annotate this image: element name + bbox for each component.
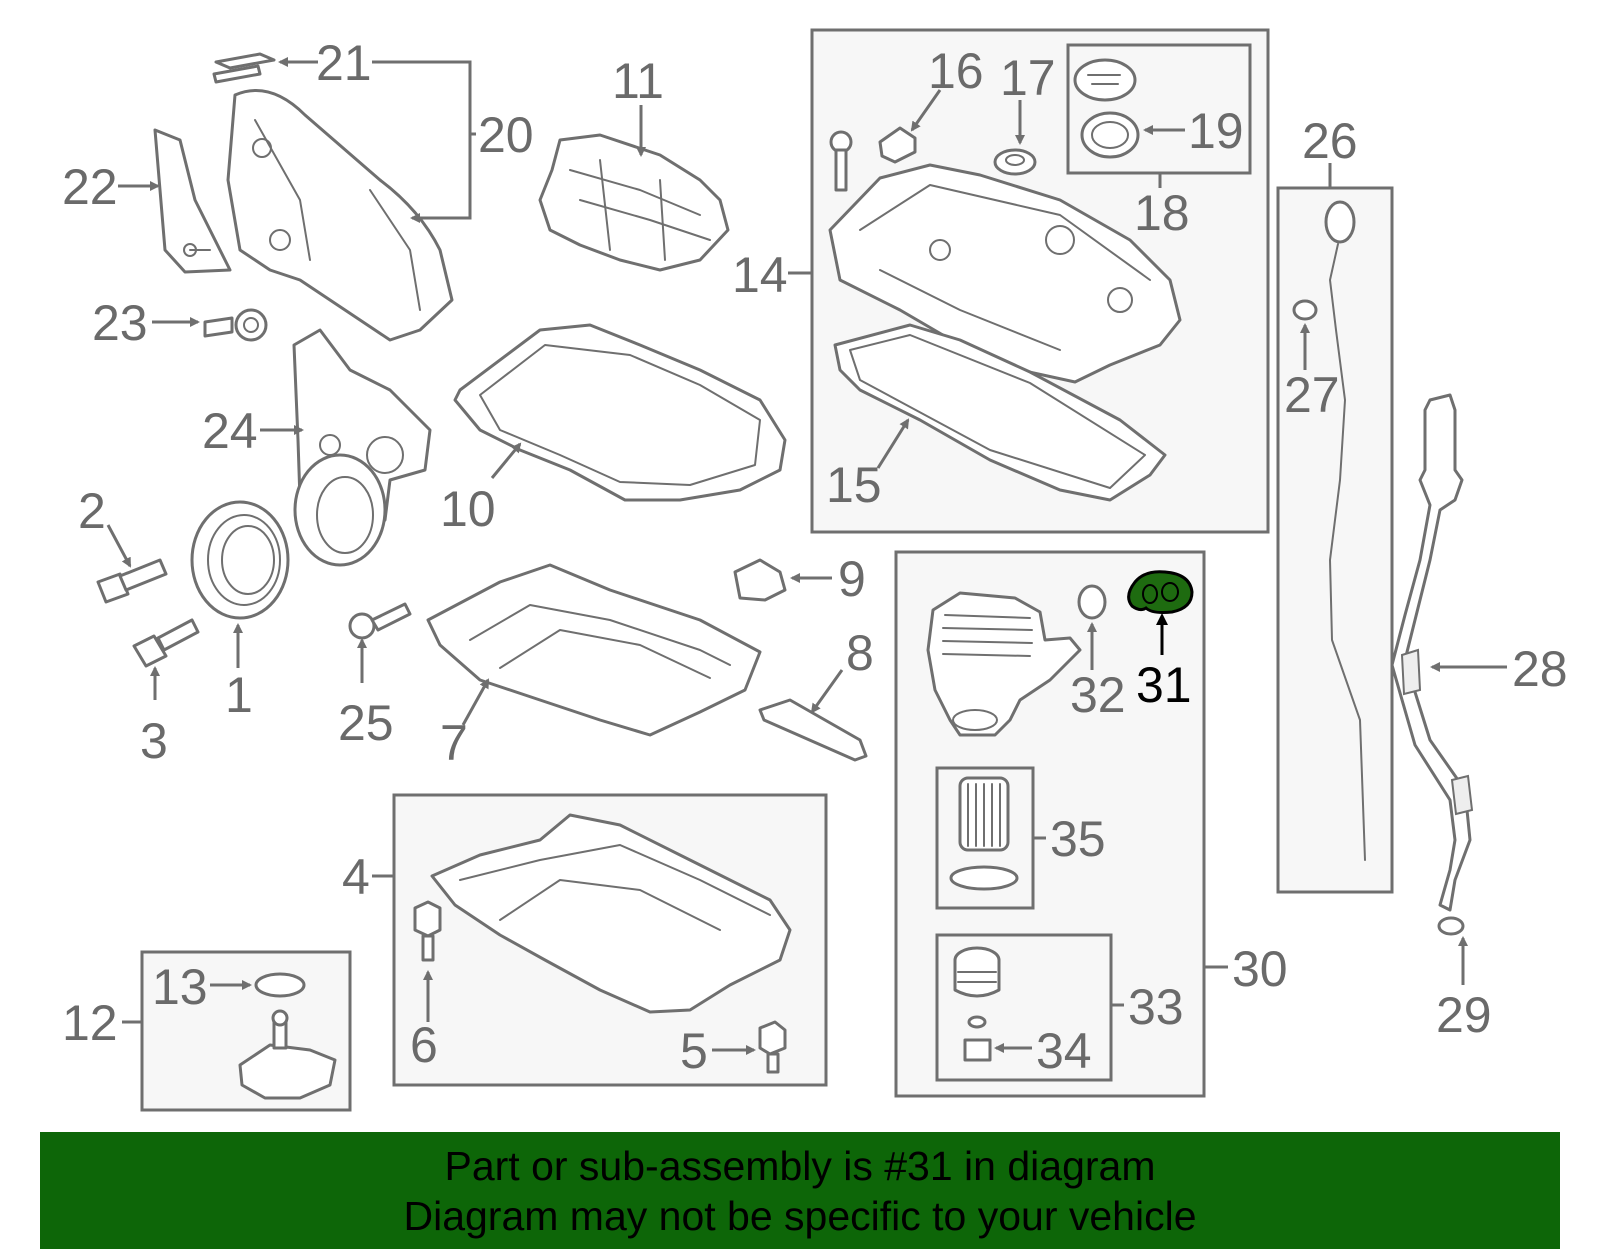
callout-32: 32	[1070, 667, 1126, 723]
part-8-strip	[758, 698, 868, 762]
callout-22: 22	[62, 159, 118, 215]
callout-4: 4	[342, 849, 370, 905]
callout-19: 19	[1188, 103, 1244, 159]
callout-27: 27	[1284, 367, 1340, 423]
callout-5: 5	[680, 1023, 708, 1079]
info-banner: Part or sub-assembly is #31 in diagram D…	[40, 1132, 1560, 1249]
part-11-engine-cover	[538, 133, 730, 272]
leader-16	[910, 89, 942, 132]
part-33-filter-cap	[953, 946, 1001, 998]
leader-20	[372, 60, 472, 223]
part-10-oil-pan-upper	[453, 323, 787, 502]
part-22-side-cover	[153, 128, 232, 274]
part-1-pulley	[190, 500, 290, 620]
callout-15: 15	[826, 457, 882, 513]
part-34-drain-plug	[963, 1015, 992, 1062]
part-25-bolt	[348, 602, 412, 640]
part-16-plug	[829, 126, 917, 192]
callout-10: 10	[440, 481, 496, 537]
callout-11: 11	[612, 53, 664, 109]
part-26-dipstick	[1324, 200, 1366, 861]
part-29-washer	[1437, 916, 1465, 936]
callout-12: 12	[62, 995, 118, 1051]
part-3-bolt	[132, 618, 200, 668]
callout-13: 13	[152, 959, 208, 1015]
part-31-gasket-highlighted[interactable]	[1127, 570, 1194, 614]
callout-1: 1	[225, 667, 253, 723]
part-9-sensor	[733, 558, 787, 602]
callout-35: 35	[1050, 811, 1106, 867]
part-13-seal	[254, 972, 306, 998]
callout-34: 34	[1036, 1023, 1092, 1079]
part-15-gasket	[833, 323, 1167, 502]
callout-23: 23	[92, 295, 148, 351]
banner-line-1: Part or sub-assembly is #31 in diagram	[444, 1142, 1156, 1189]
leader-8	[810, 669, 844, 714]
callout-16: 16	[928, 43, 984, 99]
callout-26: 26	[1302, 113, 1358, 169]
part-6-plug	[413, 900, 442, 962]
callout-33: 33	[1128, 979, 1184, 1035]
part-32-washer	[1077, 584, 1107, 620]
callout-7: 7	[440, 715, 468, 771]
leader-15	[876, 418, 910, 469]
part-28-dipstick-tube	[1390, 393, 1474, 912]
callout-18: 18	[1134, 185, 1190, 241]
leader-7	[461, 678, 490, 726]
part-23-bolt	[203, 308, 268, 342]
callout-14: 14	[732, 247, 788, 303]
callout-6: 6	[410, 1017, 438, 1073]
group-box-26	[1276, 186, 1394, 894]
callout-8: 8	[846, 625, 874, 681]
callout-25: 25	[338, 695, 394, 751]
callout-28: 28	[1512, 641, 1568, 697]
part-18-oil-cap	[1073, 58, 1137, 102]
callout-9: 9	[838, 551, 866, 607]
part-2-bolt	[96, 558, 168, 604]
part-24-lower-cover	[292, 328, 432, 567]
part-7-baffle	[426, 563, 762, 737]
part-35-filter-element	[949, 776, 1019, 891]
callout-2: 2	[78, 483, 106, 539]
callout-30: 30	[1232, 941, 1288, 997]
part-19-seal	[1080, 111, 1140, 159]
banner-line-2: Diagram may not be specific to your vehi…	[403, 1192, 1197, 1239]
part-5-sensor	[758, 1020, 787, 1074]
callout-24: 24	[202, 403, 258, 459]
part-12-level-sensor	[238, 1009, 337, 1100]
callout-20: 20	[478, 107, 534, 163]
leader-10	[490, 442, 522, 479]
part-30-filter-housing	[926, 591, 1082, 737]
callout-29: 29	[1436, 987, 1492, 1043]
part-4-oil-pan	[430, 813, 792, 1014]
part-14-valve-cover	[828, 163, 1182, 384]
part-20-timing-cover	[226, 89, 454, 342]
callout-3: 3	[140, 713, 168, 769]
callout-17: 17	[1000, 50, 1056, 106]
part-27-washer	[1292, 299, 1318, 321]
leader-2	[106, 524, 132, 568]
parts-diagram: 21 20 22 23 24 11 10 2 1 3 25 7 9 8 14 1…	[62, 28, 1568, 1112]
part-17-grommet	[993, 148, 1037, 176]
callout-31-highlighted: 31	[1136, 657, 1192, 713]
part-21-seal	[212, 52, 276, 84]
callout-21: 21	[316, 35, 372, 91]
